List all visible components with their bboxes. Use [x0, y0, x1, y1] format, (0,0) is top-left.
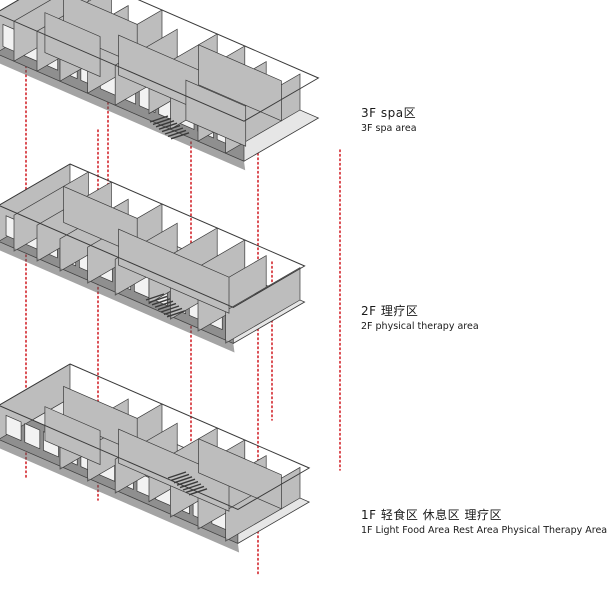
stair-step	[167, 129, 187, 138]
stair-step	[155, 120, 175, 128]
roof-rim	[0, 163, 306, 308]
stair-step	[166, 310, 186, 318]
stair-step	[164, 127, 184, 135]
partition-wall	[198, 438, 282, 510]
stair-step	[157, 302, 177, 311]
stair-step	[152, 117, 172, 126]
stair-step	[149, 115, 169, 123]
partition-wall	[198, 44, 282, 122]
stair-step	[163, 307, 183, 316]
stair-step	[151, 298, 171, 306]
stair-step	[176, 478, 196, 486]
floor-title-zh: 3F spa区	[361, 106, 417, 120]
ground-shadow	[0, 439, 240, 553]
stair-step	[182, 483, 202, 491]
roof-rim	[0, 0, 320, 122]
stair-step	[173, 476, 193, 484]
stair-step	[145, 293, 165, 301]
stair-step	[160, 305, 180, 313]
floor-1f-model	[0, 363, 311, 553]
floor-label-2f: 2F 理疗区 2F physical therapy area	[361, 304, 479, 333]
floor-title-en: 1F Light Food Area Rest Area Physical Th…	[361, 525, 608, 536]
floor-title-zh: 1F 轻食区 休息区 理疗区	[361, 508, 502, 522]
floor-2f-model	[0, 163, 306, 353]
window-panel	[5, 414, 22, 442]
stair-step	[167, 471, 187, 479]
end-wall	[0, 363, 71, 440]
stair-step	[188, 488, 208, 496]
stair-step	[158, 122, 178, 130]
stair-step	[148, 295, 168, 304]
floor-label-1f: 1F 轻食区 休息区 理疗区 1F Light Food Area Rest A…	[361, 508, 607, 537]
stair-step	[185, 485, 205, 494]
partition-wall	[185, 79, 247, 147]
roof-rim	[0, 363, 311, 510]
stair-step	[170, 132, 190, 140]
partition-wall	[44, 406, 101, 466]
floor-title-zh: 2F 理疗区	[361, 304, 419, 318]
stair-step	[154, 300, 174, 308]
stair-step	[179, 480, 199, 489]
stair-step	[170, 473, 190, 482]
stair-step	[161, 124, 181, 133]
partition-wall	[44, 12, 101, 78]
floor-title-en: 2F physical therapy area	[361, 321, 479, 332]
ground-shadow	[0, 241, 235, 353]
floor-title-en: 3F spa area	[361, 123, 417, 134]
partition-wall	[118, 228, 230, 314]
ground-shadow	[0, 55, 246, 171]
floor-label-3f: 3F spa区 3F spa area	[361, 106, 417, 135]
window-panel	[24, 422, 41, 450]
floor-3f-model	[0, 0, 320, 171]
